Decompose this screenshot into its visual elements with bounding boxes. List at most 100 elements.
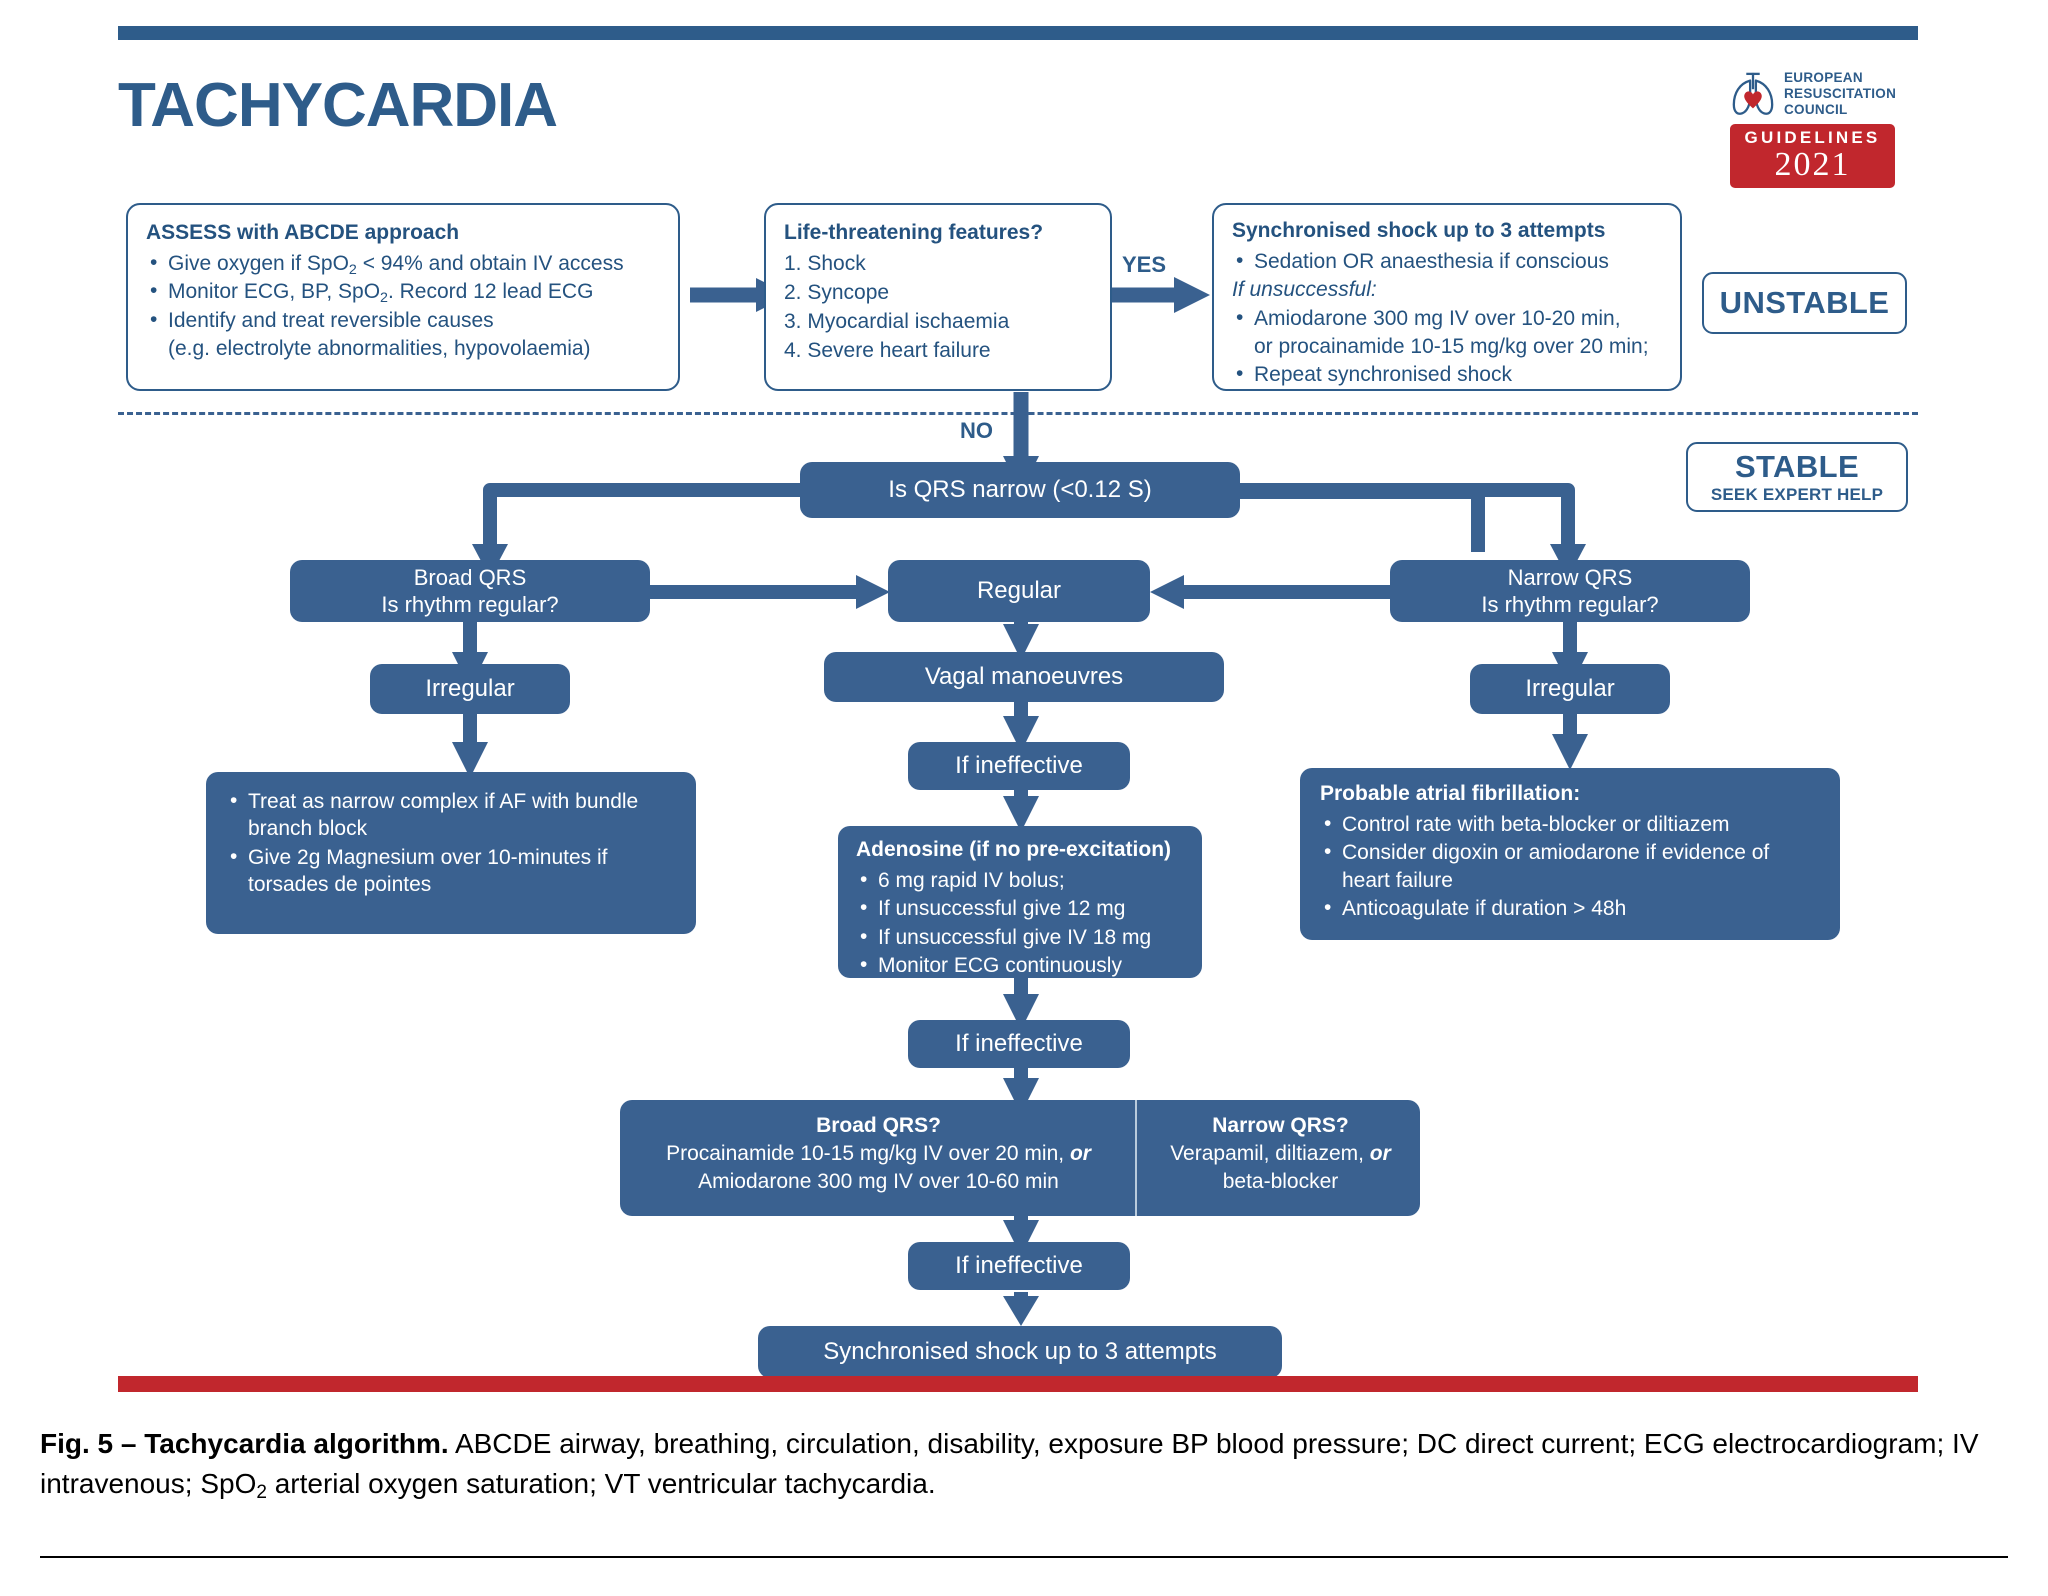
list-item: Consider digoxin or amiodarone if eviden… xyxy=(1320,838,1820,894)
adenosine-heading: Adenosine (if no pre-excitation) xyxy=(856,838,1172,861)
page-title: TACHYCARDIA xyxy=(118,71,558,140)
stable-chip: STABLE SEEK EXPERT HELP xyxy=(1686,442,1908,512)
broad-qrs-split-line1: Procainamide 10-15 mg/kg IV over 20 min,… xyxy=(640,1140,1117,1168)
unstable-chip: UNSTABLE xyxy=(1702,272,1907,334)
af-heading: Probable atrial fibrillation: xyxy=(1320,782,1581,805)
broad-qrs-split-line2: Amiodarone 300 mg IV over 10-60 min xyxy=(698,1170,1059,1194)
broad-qrs-split-line1-text: Procainamide 10-15 mg/kg IV over 20 min, xyxy=(666,1142,1070,1165)
figure-caption: Fig. 5 – Tachycardia algorithm. ABCDE ai… xyxy=(40,1424,2008,1504)
narrow-qrs-split-right: Narrow QRS? Verapamil, diltiazem, or bet… xyxy=(1135,1100,1420,1216)
list-item: Monitor ECG continuously xyxy=(856,951,1184,979)
list-item: 3. Myocardial ischaemia xyxy=(784,309,1010,333)
regular-box: Regular xyxy=(888,560,1150,622)
list-item: Amiodarone 300 mg IV over 10-20 min, xyxy=(1232,304,1662,332)
narrow-qrs-split-line2: beta-blocker xyxy=(1222,1170,1339,1194)
list-item: Anticoagulate if duration > 48h xyxy=(1320,894,1820,922)
list-item: Give oxygen if SpO2 < 94% and obtain IV … xyxy=(146,249,660,278)
if-ineffective-box-3: If ineffective xyxy=(908,1242,1130,1290)
broad-qrs-line2: Is rhythm regular? xyxy=(381,591,559,617)
atrial-fibrillation-box: Probable atrial fibrillation: Control ra… xyxy=(1300,768,1840,940)
no-label: NO xyxy=(960,418,993,443)
bottom-accent-bar xyxy=(118,1376,1918,1392)
list-item: If unsuccessful give 12 mg xyxy=(856,894,1184,922)
erc-logo: EUROPEAN RESUSCITATION COUNCIL GUIDELINE… xyxy=(1730,70,1910,189)
list-item: or procainamide 10-15 mg/kg over 20 min; xyxy=(1254,334,1649,358)
qrs-decision-label: Is QRS narrow (<0.12 S) xyxy=(888,476,1152,503)
if-ineffective-label-2: If ineffective xyxy=(955,1030,1083,1057)
caption-bold: Fig. 5 – Tachycardia algorithm. xyxy=(40,1428,449,1459)
broad-qrs-split-title: Broad QRS? xyxy=(816,1114,941,1137)
stability-divider xyxy=(118,412,1918,415)
final-shock-label: Synchronised shock up to 3 attempts xyxy=(823,1338,1217,1365)
logo-line-resuscitation: RESUSCITATION xyxy=(1784,86,1897,102)
vagal-label: Vagal manoeuvres xyxy=(924,663,1124,690)
list-item: 2. Syncope xyxy=(784,280,890,304)
if-unsuccessful-label: If unsuccessful: xyxy=(1232,278,1377,302)
adenosine-list: 6 mg rapid IV bolus; If unsuccessful giv… xyxy=(856,866,1184,979)
sync-shock-heading: Synchronised shock up to 3 attempts xyxy=(1232,219,1606,242)
list-item: 4. Severe heart failure xyxy=(784,338,991,362)
narrow-qrs-line1: Narrow QRS xyxy=(1507,564,1633,590)
top-accent-bar xyxy=(118,26,1918,40)
narrow-qrs-split-title: Narrow QRS? xyxy=(1212,1114,1349,1137)
irregular-right-label: Irregular xyxy=(1525,675,1615,702)
list-item: 6 mg rapid IV bolus; xyxy=(856,866,1184,894)
lungs-heart-icon xyxy=(1732,72,1774,115)
qrs-split-treatment-box: Broad QRS? Procainamide 10-15 mg/kg IV o… xyxy=(620,1100,1420,1216)
adenosine-box: Adenosine (if no pre-excitation) 6 mg ra… xyxy=(838,826,1202,978)
caption-rest-b: arterial oxygen saturation; VT ventricul… xyxy=(266,1467,936,1499)
broad-or: or xyxy=(1069,1142,1091,1165)
caption-rest-a: ABCDE airway, breathing, circulation, di… xyxy=(40,1428,1979,1499)
list-item: 1. Shock xyxy=(784,252,866,275)
life-threatening-list: 1. Shock 2. Syncope 3. Myocardial ischae… xyxy=(784,250,1092,366)
bottom-rule xyxy=(40,1556,2008,1558)
if-ineffective-box-2: If ineffective xyxy=(908,1020,1130,1068)
vagal-manoeuvres-box: Vagal manoeuvres xyxy=(824,652,1224,702)
regular-label: Regular xyxy=(976,577,1062,604)
list-item: Treat as narrow complex if AF with bundl… xyxy=(226,787,676,843)
assess-list: Give oxygen if SpO2 < 94% and obtain IV … xyxy=(146,249,660,362)
narrow-qrs-split-line1: Verapamil, diltiazem, or xyxy=(1159,1140,1402,1168)
broad-qrs-line1: Broad QRS xyxy=(413,564,527,590)
caption-sub: 2 xyxy=(256,1482,267,1504)
logo-line-council: COUNCIL xyxy=(1784,101,1848,117)
synchronised-shock-box: Synchronised shock up to 3 attempts Seda… xyxy=(1212,203,1682,391)
unstable-label: UNSTABLE xyxy=(1719,285,1890,320)
broad-irregular-list: Treat as narrow complex if AF with bundl… xyxy=(226,787,676,899)
list-item: Sedation OR anaesthesia if conscious xyxy=(1232,247,1662,275)
irregular-right-box: Irregular xyxy=(1470,664,1670,714)
list-item: If unsuccessful give IV 18 mg xyxy=(856,923,1184,951)
yes-label: YES xyxy=(1122,252,1167,277)
broad-irregular-treatment-box: Treat as narrow complex if AF with bundl… xyxy=(206,772,696,934)
life-threatening-box: Life-threatening features? 1. Shock 2. S… xyxy=(764,203,1112,391)
final-synchronised-shock-box: Synchronised shock up to 3 attempts xyxy=(758,1326,1282,1378)
narrow-qrs-split-line1-text: Verapamil, diltiazem, xyxy=(1170,1142,1370,1165)
narrow-qrs-line2: Is rhythm regular? xyxy=(1481,591,1659,617)
badge-label: GUIDELINES xyxy=(1744,128,1881,147)
seek-expert-help-label: SEEK EXPERT HELP xyxy=(1710,485,1884,504)
qrs-decision-box: Is QRS narrow (<0.12 S) xyxy=(800,462,1240,518)
list-item: (e.g. electrolyte abnormalities, hypovol… xyxy=(168,336,591,360)
assess-box: ASSESS with ABCDE approach Give oxygen i… xyxy=(126,203,680,391)
list-item: Control rate with beta-blocker or diltia… xyxy=(1320,810,1820,838)
badge-year: 2021 xyxy=(1774,146,1851,183)
broad-qrs-split-left: Broad QRS? Procainamide 10-15 mg/kg IV o… xyxy=(620,1100,1135,1216)
irregular-left-label: Irregular xyxy=(425,675,515,702)
list-item: Identify and treat reversible causes xyxy=(146,306,660,334)
list-item: Repeat synchronised shock xyxy=(1232,360,1662,388)
sync-shock-list: Sedation OR anaesthesia if conscious If … xyxy=(1232,247,1662,388)
list-item: Monitor ECG, BP, SpO2. Record 12 lead EC… xyxy=(146,277,660,306)
logo-line-european: EUROPEAN xyxy=(1784,70,1863,86)
if-ineffective-label-3: If ineffective xyxy=(955,1252,1083,1279)
irregular-left-box: Irregular xyxy=(370,664,570,714)
narrow-qrs-branch-box: Narrow QRS Is rhythm regular? xyxy=(1390,560,1750,622)
narrow-or: or xyxy=(1369,1142,1391,1165)
life-threatening-heading: Life-threatening features? xyxy=(784,221,1044,244)
assess-heading: ASSESS with ABCDE approach xyxy=(146,221,460,244)
if-ineffective-box-1: If ineffective xyxy=(908,742,1130,790)
list-item: Give 2g Magnesium over 10-minutes if tor… xyxy=(226,843,676,899)
if-ineffective-label-1: If ineffective xyxy=(955,752,1083,779)
stable-label: STABLE xyxy=(1734,449,1860,484)
guidelines-badge: GUIDELINES 2021 xyxy=(1730,124,1895,189)
